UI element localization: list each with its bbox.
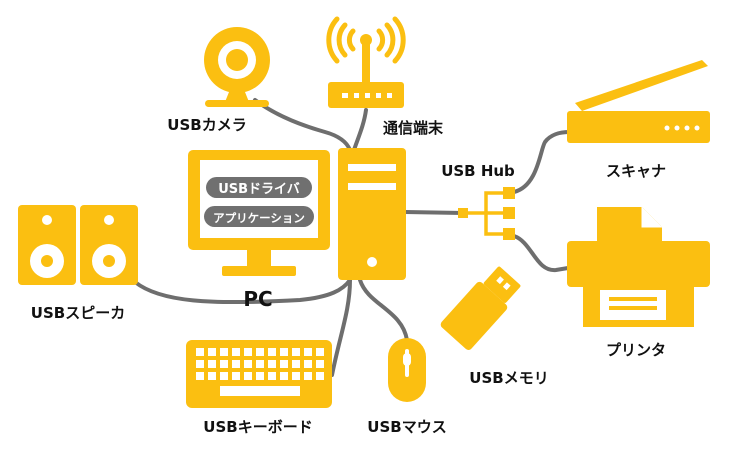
router-icon: [326, 16, 406, 108]
cable-hub: [403, 210, 465, 215]
keyboard-key: [196, 372, 204, 380]
speaker-label: USBスピーカ: [31, 304, 125, 322]
cable-keyboard: [330, 278, 352, 377]
keyboard-key: [316, 348, 324, 356]
keyboard-spacebar: [220, 386, 300, 396]
mouse-icon: [388, 338, 426, 402]
keyboard-key: [280, 372, 288, 380]
usb-memory-icon: [440, 266, 521, 350]
webcam-icon: [204, 27, 270, 107]
cable-camera: [253, 98, 352, 152]
keyboard-key: [316, 372, 324, 380]
keyboard-key: [268, 360, 276, 368]
keyboard-key: [280, 360, 288, 368]
cable-printer: [512, 234, 570, 273]
keyboard-key: [268, 348, 276, 356]
keyboard-key: [196, 348, 204, 356]
keyboard-key: [256, 360, 264, 368]
printer-label: プリンタ: [606, 341, 666, 359]
keyboard-key: [244, 348, 252, 356]
keyboard-key: [292, 360, 300, 368]
keyboard-key: [280, 348, 288, 356]
keyboard-label: USBキーボード: [203, 418, 312, 436]
cables: [133, 98, 572, 377]
keyboard-key: [232, 348, 240, 356]
memory-label: USBメモリ: [469, 369, 548, 387]
keyboard-key: [316, 360, 324, 368]
keyboard-key: [208, 360, 216, 368]
pc-label: PC: [243, 287, 272, 311]
keyboard-key: [232, 372, 240, 380]
pill-usb-driver-text: USBドライバ: [218, 182, 300, 197]
pill-usb-driver: [206, 177, 312, 198]
pill-application-text: アプリケーション: [213, 211, 305, 225]
keyboard-key: [304, 372, 312, 380]
keyboard-icon: [186, 340, 332, 408]
cable-mouse: [358, 278, 409, 342]
keyboard-key: [292, 372, 300, 380]
monitor-icon: USBドライバ アプリケーション: [188, 150, 330, 276]
keyboard-key: [256, 372, 264, 380]
keyboard-key: [196, 360, 204, 368]
camera-label: USBカメラ: [167, 116, 246, 134]
speaker-icon: [18, 205, 138, 285]
printer-icon: [567, 207, 710, 327]
keyboard-key: [208, 348, 216, 356]
hub-label: USB Hub: [441, 162, 515, 180]
keyboard-key: [232, 360, 240, 368]
usb-hub-icon: [458, 187, 515, 240]
keyboard-key: [220, 360, 228, 368]
keyboard-key: [268, 372, 276, 380]
keyboard-key: [244, 360, 252, 368]
keyboard-key: [304, 348, 312, 356]
keyboard-key: [220, 348, 228, 356]
keyboard-key: [220, 372, 228, 380]
keyboard-key: [208, 372, 216, 380]
mouse-label: USBマウス: [367, 418, 446, 436]
tower-icon: [338, 148, 406, 280]
keyboard-key: [244, 372, 252, 380]
cable-speaker: [133, 278, 352, 305]
cable-scanner: [512, 130, 572, 194]
scanner-label: スキャナ: [606, 162, 666, 180]
keyboard-key: [256, 348, 264, 356]
keyboard-key: [292, 348, 300, 356]
router-label: 通信端末: [383, 119, 444, 137]
scanner-icon: [567, 60, 710, 143]
keyboard-key: [304, 360, 312, 368]
cable-router: [352, 108, 368, 152]
pill-application: [204, 206, 314, 227]
